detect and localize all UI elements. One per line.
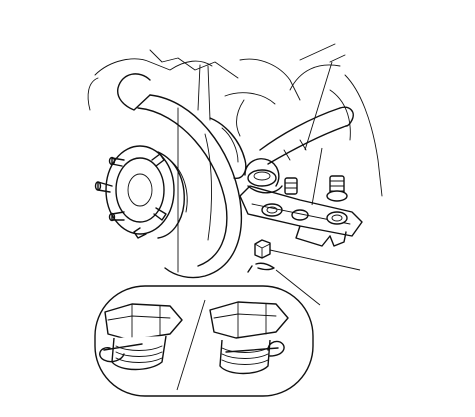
castle-nut (254, 239, 271, 259)
wheel-studs (94, 153, 167, 239)
inset-nut-right (209, 301, 289, 375)
ball-joint (244, 158, 283, 194)
upper-arm (259, 106, 354, 165)
inset-detail (94, 285, 314, 397)
arm-studs (284, 175, 348, 225)
cotter-pin (247, 262, 275, 273)
wheel-hub (105, 145, 188, 239)
background-suspension (87, 43, 383, 197)
leader-lines (176, 61, 361, 391)
brake-caliper (117, 73, 247, 179)
brake-disc (137, 94, 242, 279)
inset-nut-left (99, 303, 183, 371)
